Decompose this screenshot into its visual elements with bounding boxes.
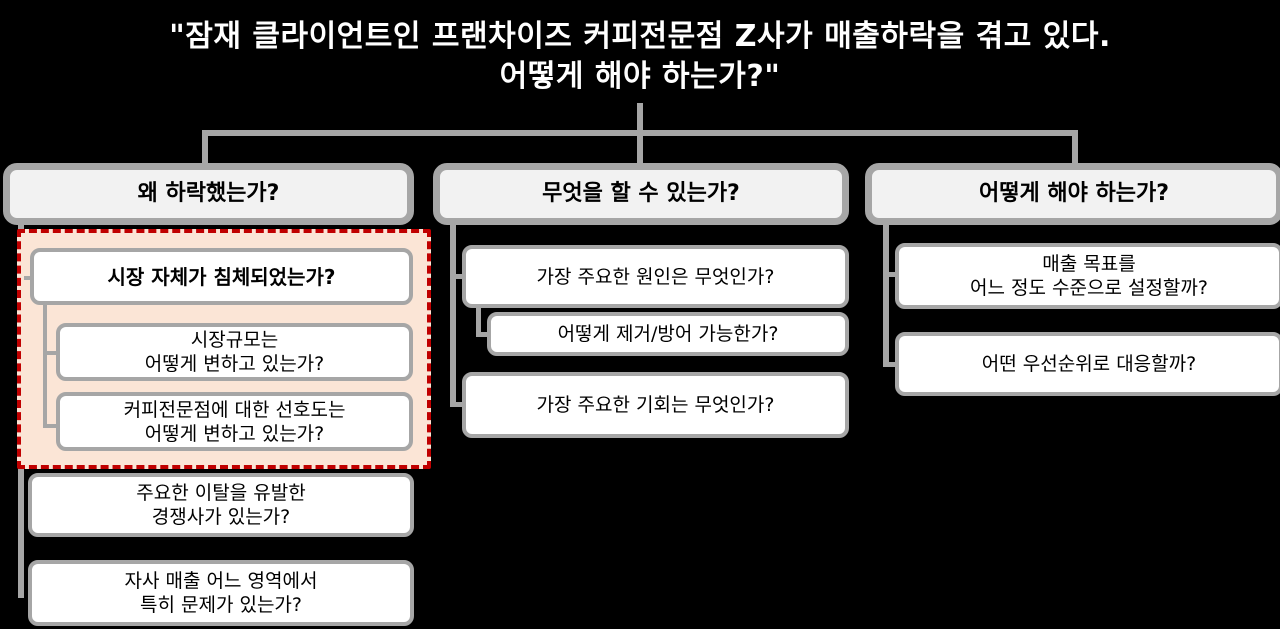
title-line-2: 어떻게 해야 하는가?"	[499, 59, 781, 94]
title-line-1: "잠재 클라이언트인 프랜차이즈 커피전문점 Z사가 매출하락을 겪고 있다.	[169, 19, 1111, 54]
box-main-cause: 가장 주요한 원인은 무엇인가?	[462, 245, 849, 308]
connector-col3-trunk	[883, 224, 889, 367]
connector-col1-inner-sub1	[43, 351, 58, 355]
connector-col1-inner-trunk	[43, 303, 47, 428]
connector-col2-sub-vertical	[476, 305, 481, 337]
box-market-size: 시장규모는 어떻게 변하고 있는가?	[56, 323, 413, 381]
connector-col3-branch1	[883, 272, 897, 277]
box-competitor-churn: 주요한 이탈을 유발한 경쟁사가 있는가?	[28, 473, 414, 537]
box-sales-target: 매출 목표를 어느 정도 수준으로 설정할까?	[895, 243, 1280, 309]
header-why-decline: 왜 하락했는가?	[3, 163, 414, 225]
box-priority: 어떤 우선순위로 대응할까?	[895, 332, 1280, 396]
connector-col2-branch2	[450, 402, 464, 407]
box-market-decline: 시장 자체가 침체되었는가?	[30, 248, 413, 305]
connector-col2-trunk	[450, 224, 456, 407]
connector-col1-inner-sub2	[43, 424, 58, 428]
box-coffee-preference: 커피전문점에 대한 선호도는 어떻게 변하고 있는가?	[56, 392, 413, 451]
connector-col3-branch2	[883, 362, 897, 367]
connector-col2-vertical	[637, 130, 643, 165]
connector-col2-sub-horizontal	[476, 332, 490, 337]
box-main-opportunity: 가장 주요한 기회는 무엇인가?	[462, 372, 849, 438]
box-sales-problem-area: 자사 매출 어느 영역에서 특히 문제가 있는가?	[28, 560, 414, 626]
connector-col1-inner-main	[24, 276, 32, 280]
box-remove-defend: 어떻게 제거/방어 가능한가?	[487, 312, 849, 356]
connector-col3-vertical	[1072, 130, 1078, 165]
header-what-can-do: 무엇을 할 수 있는가?	[433, 163, 849, 225]
header-how-to-act: 어떻게 해야 하는가?	[865, 163, 1280, 225]
connector-col2-branch1	[450, 274, 464, 279]
connector-col1-vertical	[202, 130, 208, 165]
